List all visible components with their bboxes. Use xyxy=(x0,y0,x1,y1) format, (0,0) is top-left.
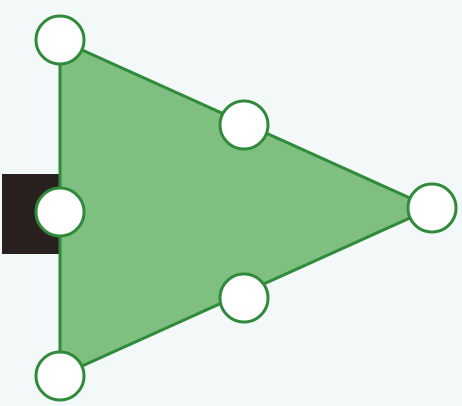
node-top-left-vertex xyxy=(36,16,84,64)
green-triangle xyxy=(60,40,432,376)
node-upper-edge-midpoint xyxy=(220,101,268,149)
node-left-edge-midpoint xyxy=(36,188,84,236)
node-right-vertex xyxy=(408,184,456,232)
node-lower-edge-midpoint xyxy=(220,274,268,322)
node-bottom-left-vertex xyxy=(36,352,84,400)
